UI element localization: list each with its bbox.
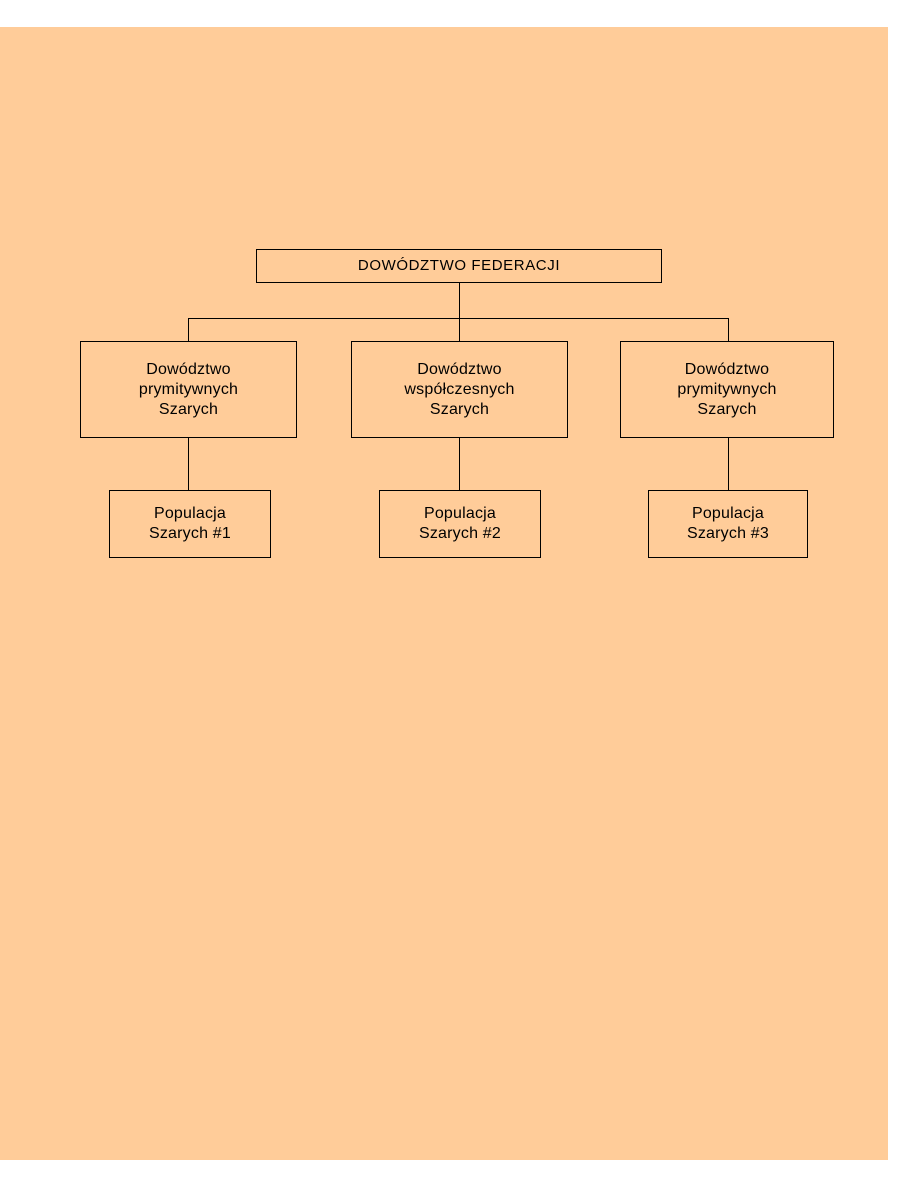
node-command-primitive-greys-2-label: Dowództwo prymitywnych Szarych <box>677 360 777 418</box>
node-command-modern-greys-label: Dowództwo współczesnych Szarych <box>404 360 515 418</box>
organization-chart: DOWÓDZTWO FEDERACJI Dowództwo prymitywny… <box>0 27 888 587</box>
node-federation-command: DOWÓDZTWO FEDERACJI <box>256 249 662 283</box>
document-canvas: DOWÓDZTWO FEDERACJI Dowództwo prymitywny… <box>0 27 888 1160</box>
node-population-greys-2: Populacja Szarych #2 <box>379 490 541 558</box>
connector-command-3-to-population-3 <box>728 438 729 490</box>
node-population-greys-1: Populacja Szarych #1 <box>109 490 271 558</box>
node-command-primitive-greys-1-label: Dowództwo prymitywnych Szarych <box>138 360 239 418</box>
connector-root-stub <box>459 283 460 318</box>
node-population-greys-1-label: Populacja Szarych #1 <box>148 505 232 542</box>
node-command-primitive-greys-2: Dowództwo prymitywnych Szarych <box>620 341 834 438</box>
node-command-primitive-greys-1: Dowództwo prymitywnych Szarych <box>80 341 297 438</box>
node-population-greys-2-label: Populacja Szarych #2 <box>418 505 502 542</box>
node-federation-command-label: DOWÓDZTWO FEDERACJI <box>357 257 561 274</box>
connector-horizontal-bus <box>188 318 729 319</box>
node-command-modern-greys: Dowództwo współczesnych Szarych <box>351 341 568 438</box>
node-population-greys-3-label: Populacja Szarych #3 <box>686 505 770 542</box>
connector-drop-command-2 <box>459 318 460 341</box>
node-population-greys-3: Populacja Szarych #3 <box>648 490 808 558</box>
connector-drop-command-1 <box>188 318 189 341</box>
connector-drop-command-3 <box>728 318 729 341</box>
connector-command-1-to-population-1 <box>188 438 189 490</box>
connector-command-2-to-population-2 <box>459 438 460 490</box>
